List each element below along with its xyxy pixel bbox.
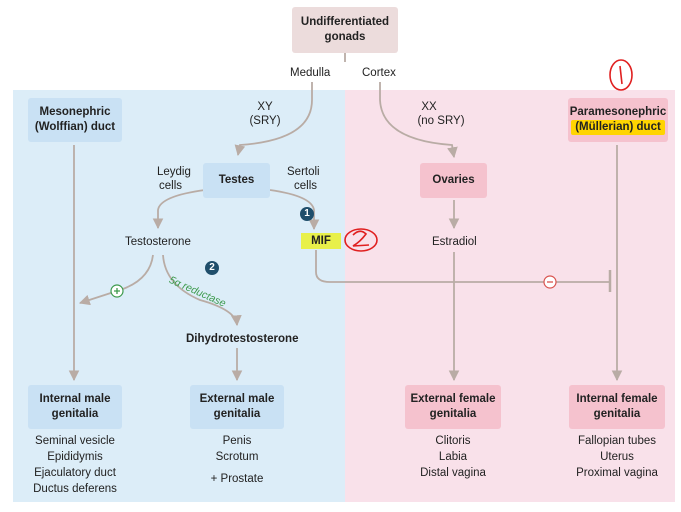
wolffian-duct-box: Mesonephric (Wolffian) duct bbox=[28, 98, 122, 142]
external-female-genitalia-box: External female genitalia bbox=[405, 385, 501, 429]
list-item: Scrotum bbox=[215, 451, 259, 463]
external-female-line1: External female bbox=[410, 393, 496, 405]
list-item: Epididymis bbox=[47, 451, 103, 463]
internal-female-line2: genitalia bbox=[593, 408, 641, 420]
internal-male-line1: Internal male bbox=[39, 393, 111, 405]
testes-to-mif-arrow bbox=[269, 189, 320, 231]
internal-female-list: Fallopian tubes Uterus Proximal vagina bbox=[562, 433, 672, 481]
plus-icon bbox=[114, 288, 120, 294]
external-male-list: Penis Scrotum + Prostate bbox=[190, 433, 284, 487]
external-male-genitalia-box: External male genitalia bbox=[190, 385, 284, 429]
cortex-to-ovaries-arrow bbox=[379, 82, 458, 159]
xx-label: XX bbox=[421, 101, 437, 113]
mif-box: MIF bbox=[301, 233, 341, 249]
dihydrotestosterone-label: Dihydrotestosterone bbox=[186, 333, 299, 345]
wolffian-line1: Mesonephric bbox=[39, 106, 111, 118]
testosterone-label: Testosterone bbox=[125, 236, 191, 248]
list-item: Penis bbox=[222, 435, 252, 447]
internal-female-line1: Internal female bbox=[576, 393, 658, 405]
ovaries-label: Ovaries bbox=[432, 174, 475, 186]
list-item: Fallopian tubes bbox=[578, 435, 656, 447]
step-2-badge: 2 bbox=[205, 261, 219, 275]
estradiol-label: Estradiol bbox=[432, 236, 477, 248]
external-female-list: Clitoris Labia Distal vagina bbox=[400, 433, 506, 481]
wolffian-line2: (Wolffian) duct bbox=[34, 121, 116, 133]
testes-box: Testes bbox=[203, 163, 270, 198]
mullerian-duct-box: Paramesonephric (Müllerian) duct bbox=[568, 98, 668, 142]
undifferentiated-gonads-box: Undifferentiated gonads bbox=[292, 7, 398, 53]
internal-male-line2: genitalia bbox=[51, 408, 99, 420]
external-male-line1: External male bbox=[199, 393, 275, 405]
male-panel bbox=[13, 90, 345, 502]
testosterone-to-dht-arrow bbox=[162, 254, 242, 327]
mullerian-line2: (Müllerian) duct bbox=[571, 120, 665, 135]
sertoli-label: Sertoli bbox=[287, 166, 320, 178]
list-item: Uterus bbox=[600, 451, 634, 463]
xy-label: XY bbox=[257, 101, 273, 113]
leydig-label: Leydig bbox=[157, 166, 191, 178]
medulla-label: Medulla bbox=[290, 67, 331, 79]
internal-female-genitalia-box: Internal female genitalia bbox=[569, 385, 665, 429]
annotation-circle-2 bbox=[344, 228, 378, 252]
list-item: Seminal vesicle bbox=[35, 435, 115, 447]
list-item: Labia bbox=[438, 451, 468, 463]
sertoli-cells-label: cells bbox=[294, 180, 318, 192]
mif-inhibition-line bbox=[315, 250, 610, 283]
medulla-to-testes-arrow bbox=[234, 82, 313, 157]
list-item: Ductus deferens bbox=[33, 483, 117, 495]
testes-to-testosterone-arrow bbox=[152, 189, 206, 230]
sry-label: (SRY) bbox=[249, 115, 281, 127]
step-1-badge: 1 bbox=[300, 207, 314, 221]
no-sry-label: (no SRY) bbox=[417, 115, 465, 127]
external-female-line2: genitalia bbox=[429, 408, 477, 420]
leydig-cells-label: cells bbox=[159, 180, 183, 192]
annotation-stroke-2 bbox=[352, 230, 370, 247]
testes-label: Testes bbox=[218, 174, 255, 186]
internal-male-genitalia-box: Internal male genitalia bbox=[28, 385, 122, 429]
ovaries-box: Ovaries bbox=[420, 163, 487, 198]
mullerian-line1: Paramesonephric bbox=[569, 106, 667, 118]
list-item: Proximal vagina bbox=[576, 467, 658, 479]
annotation-circle-1 bbox=[609, 59, 633, 91]
list-item: + Prostate bbox=[210, 473, 264, 485]
list-item: Ejaculatory duct bbox=[34, 467, 116, 479]
annotation-stroke-1 bbox=[619, 65, 623, 85]
undifferentiated-gonads-label: Undifferentiated gonads bbox=[300, 16, 390, 43]
cortex-label: Cortex bbox=[362, 67, 396, 79]
female-panel bbox=[345, 90, 675, 502]
internal-male-list: Seminal vesicle Epididymis Ejaculatory d… bbox=[20, 433, 130, 497]
list-item: Distal vagina bbox=[420, 467, 486, 479]
list-item: Clitoris bbox=[435, 435, 471, 447]
external-male-line2: genitalia bbox=[213, 408, 261, 420]
